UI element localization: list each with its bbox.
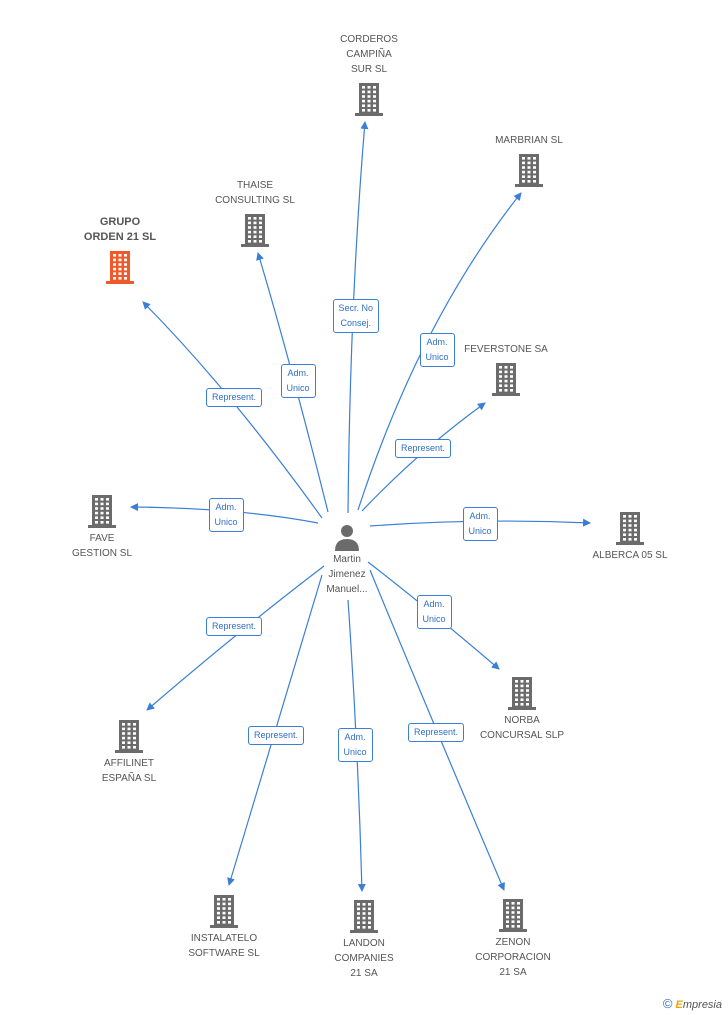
- building-icon: [350, 900, 378, 933]
- building-icon: [88, 495, 116, 528]
- edge-label-corderos: Secr. No Consej.: [332, 299, 380, 333]
- company-node-zenon[interactable]: ZENON CORPORACION 21 SA: [453, 897, 573, 980]
- copyright-symbol: ©: [662, 996, 673, 1011]
- company-node-landon[interactable]: LANDON COMPANIES 21 SA: [304, 898, 424, 981]
- company-label: MARBRIAN SL: [495, 135, 563, 146]
- company-node-fave[interactable]: FAVE GESTION SL: [42, 493, 162, 561]
- building-icon: [499, 899, 527, 932]
- building-icon: [115, 720, 143, 753]
- edge-affilinet: [146, 565, 325, 711]
- company-node-instalatelo[interactable]: INSTALATELO SOFTWARE SL: [164, 893, 284, 961]
- building-icon: [508, 677, 536, 710]
- edge-label-zenon: Represent.: [408, 722, 465, 742]
- building-icon: [210, 895, 238, 928]
- company-label: FEVERSTONE SA: [464, 344, 548, 355]
- edge-label-norba: Adm. Unico: [416, 595, 452, 629]
- company-label: CORDEROS CAMPIÑA SUR SL: [340, 34, 398, 75]
- company-label: GRUPO ORDEN 21 SL: [83, 216, 157, 243]
- edge-label-fave: Adm. Unico: [208, 498, 244, 532]
- brand-initial: E: [675, 999, 683, 1011]
- footer-brand: © Empresia: [663, 996, 722, 1011]
- edge-grupo: [142, 301, 323, 519]
- company-node-feverstone[interactable]: FEVERSTONE SA: [446, 342, 566, 397]
- company-label: ZENON CORPORACION 21 SA: [475, 937, 551, 978]
- building-icon: [241, 214, 269, 247]
- edge-label-thaise: Adm. Unico: [280, 364, 316, 398]
- company-node-thaise[interactable]: THAISE CONSULTING SL: [195, 178, 315, 248]
- company-label: AFFILINET ESPAÑA SL: [101, 758, 157, 784]
- building-icon: [492, 363, 520, 396]
- edge-label-grupo: Represent.: [206, 387, 263, 407]
- company-label: THAISE CONSULTING SL: [215, 180, 295, 206]
- building-icon: [616, 512, 644, 545]
- company-node-marbrian[interactable]: MARBRIAN SL: [469, 133, 589, 188]
- edge-label-landon: Adm. Unico: [337, 728, 373, 762]
- company-label: ALBERCA 05 SL: [592, 550, 668, 561]
- company-node-affilinet[interactable]: AFFILINET ESPAÑA SL: [69, 718, 189, 786]
- company-node-corderos[interactable]: CORDEROS CAMPIÑA SUR SL: [309, 32, 429, 117]
- edge-label-alberca: Adm. Unico: [462, 507, 498, 541]
- edge-label-instalatelo: Represent.: [248, 725, 305, 745]
- building-icon: [106, 251, 134, 284]
- company-node-grupo[interactable]: GRUPO ORDEN 21 SL: [60, 215, 180, 285]
- company-label: INSTALATELO SOFTWARE SL: [188, 933, 260, 959]
- person-icon: [335, 525, 359, 551]
- company-label: FAVE GESTION SL: [71, 533, 132, 559]
- company-label: NORBA CONCURSAL SLP: [479, 715, 565, 741]
- edge-label-affilinet: Represent.: [206, 616, 263, 636]
- company-node-norba[interactable]: NORBA CONCURSAL SLP: [462, 675, 582, 743]
- company-node-alberca[interactable]: ALBERCA 05 SL: [570, 510, 690, 563]
- edge-label-feverstone: Represent.: [395, 438, 452, 458]
- company-label: LANDON COMPANIES 21 SA: [334, 938, 394, 979]
- center-person[interactable]: Martin Jimenez Manuel...: [307, 522, 387, 597]
- edge-label-marbrian: Adm. Unico: [419, 333, 455, 367]
- brand-name: mpresia: [682, 999, 722, 1011]
- center-person-label: Martin Jimenez Manuel...: [326, 554, 368, 595]
- building-icon: [515, 154, 543, 187]
- building-icon: [355, 83, 383, 116]
